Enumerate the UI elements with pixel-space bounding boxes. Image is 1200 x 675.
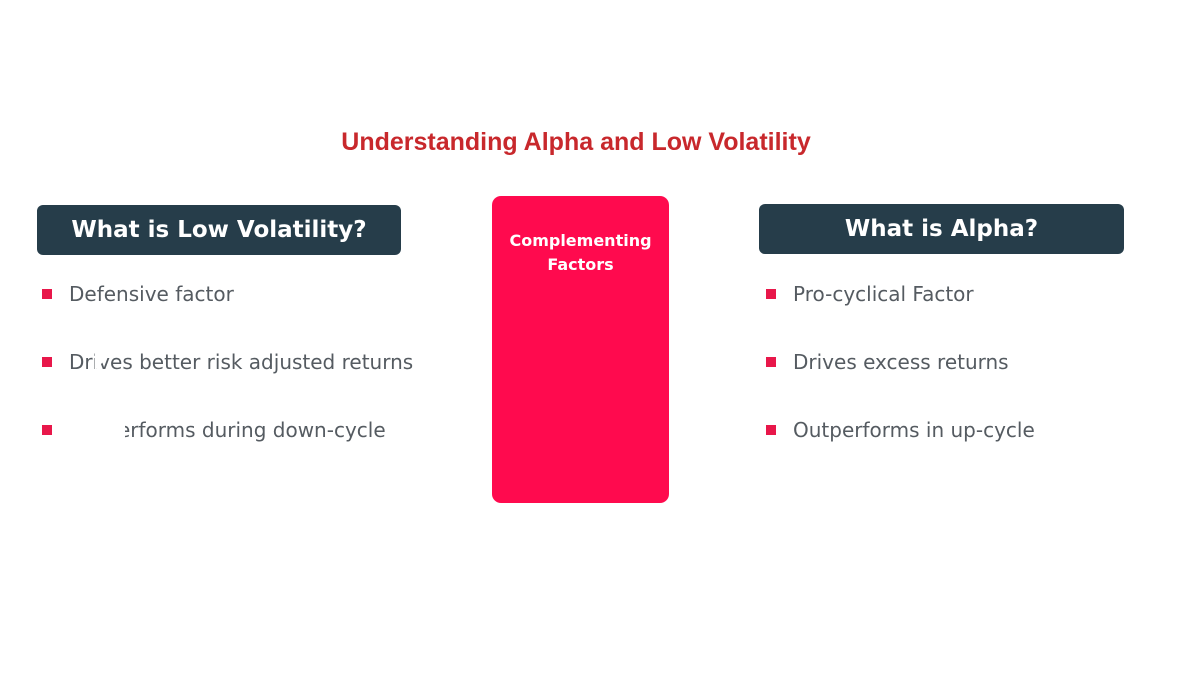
- list-item: Defensive factor: [42, 278, 413, 310]
- bullet-text: Drives better risk adjusted returns: [69, 350, 414, 374]
- diagram-title: Understanding Alpha and Low Volatility: [341, 128, 811, 156]
- list-item: Drives excess returns: [766, 346, 1035, 378]
- square-bullet-icon: [42, 425, 52, 435]
- square-bullet-icon: [766, 357, 776, 367]
- complementing-factors-label: Complementing Factors: [509, 231, 652, 274]
- list-item: Pro-cyclical Factor: [766, 278, 1035, 310]
- square-bullet-icon: [42, 289, 52, 299]
- bullet-text: Pro-cyclical Factor: [793, 282, 974, 306]
- list-item: Drives better risk adjusted returns: [42, 346, 413, 378]
- alpha-bullet-list: Pro-cyclical Factor Drives excess return…: [766, 278, 1035, 482]
- bullet-text: Defensive factor: [69, 282, 234, 306]
- bullet-text: Outperforms in up-cycle: [793, 418, 1035, 442]
- list-item: Outperforms in up-cycle: [766, 414, 1035, 446]
- arrow-right-icon: [53, 310, 125, 370]
- low-volatility-bullet-list: Defensive factor Drives better risk adju…: [42, 278, 413, 482]
- alpha-heading: What is Alpha?: [759, 204, 1124, 254]
- square-bullet-icon: [766, 425, 776, 435]
- square-bullet-icon: [766, 289, 776, 299]
- complementing-factors-card: Complementing Factors: [492, 196, 669, 503]
- bullet-text: Drives excess returns: [793, 350, 1009, 374]
- low-volatility-heading: What is Low Volatility?: [37, 205, 401, 255]
- arrow-left-icon: [53, 401, 125, 461]
- square-bullet-icon: [42, 357, 52, 367]
